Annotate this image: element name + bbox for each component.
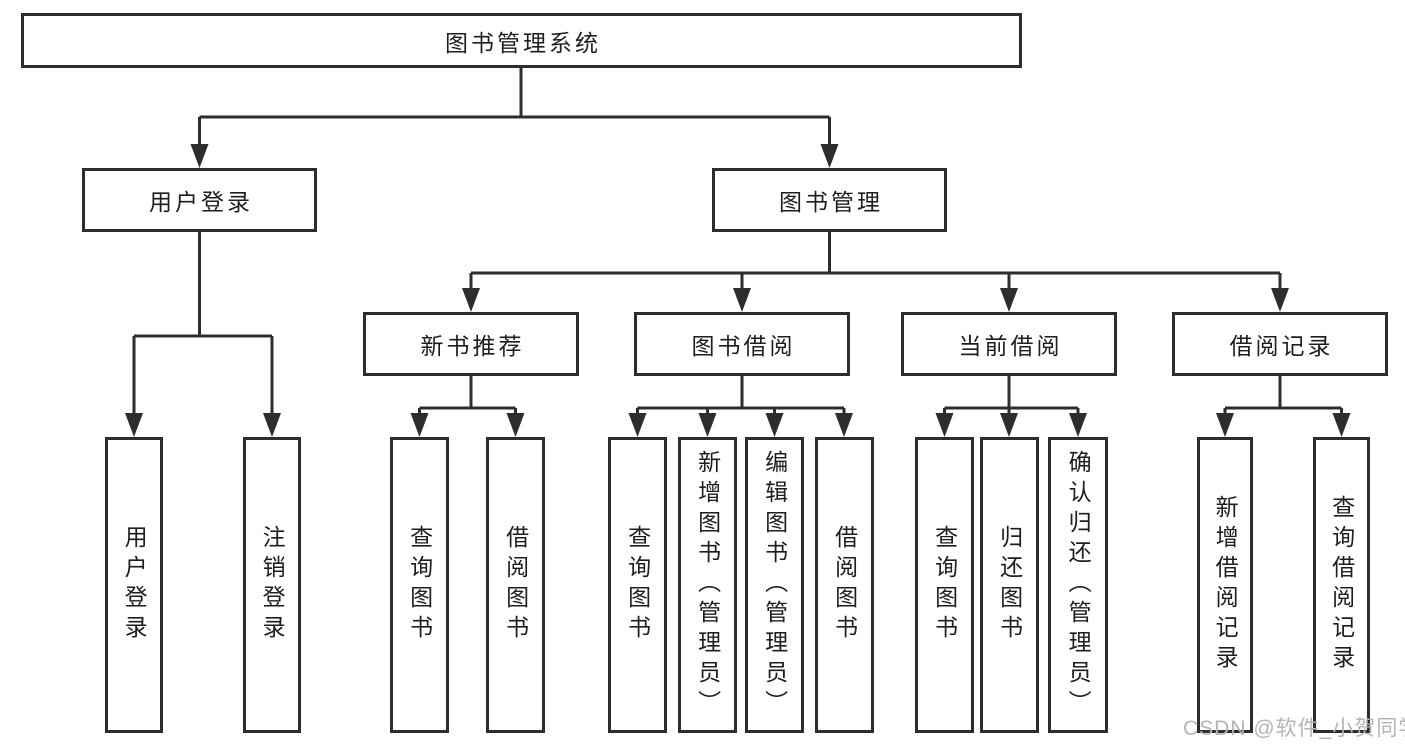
watermark-text: CSDN @软件_小贺同学	[1183, 717, 1405, 740]
node-leaf-bb-edit-books-label: 编辑图书（管理员）	[761, 450, 788, 720]
node-leaf-bb-add-books-label: 新增图书（管理员）	[694, 450, 721, 720]
node-leaf-bb-borrow-books: 借阅图书	[815, 437, 874, 733]
node-leaf-cb-query-books: 查询图书	[915, 437, 974, 733]
node-leaf-br-query-record: 查询借阅记录	[1313, 437, 1370, 733]
node-leaf-logout: 注销登录	[243, 437, 301, 733]
node-leaf-cb-confirm-return: 确认归还（管理员）	[1048, 437, 1108, 733]
node-leaf-bb-add-books: 新增图书（管理员）	[678, 437, 737, 733]
node-leaf-br-add-record-label: 新增借阅记录	[1212, 495, 1239, 675]
node-leaf-br-add-record: 新增借阅记录	[1197, 437, 1253, 733]
node-leaf-nb-borrow-books: 借阅图书	[486, 437, 545, 733]
node-leaf-logout-label: 注销登录	[259, 525, 286, 645]
node-borrowing-records: 借阅记录	[1172, 312, 1388, 376]
node-user-login: 用户登录	[82, 168, 317, 232]
arrowheads	[125, 144, 1351, 437]
node-leaf-cb-return-books-label: 归还图书	[996, 525, 1023, 645]
node-leaf-bb-edit-books: 编辑图书（管理员）	[745, 437, 804, 733]
node-current-borrowing-label: 当前借阅	[958, 333, 1063, 359]
node-book-borrowing: 图书借阅	[634, 312, 850, 376]
node-leaf-user-login: 用户登录	[105, 437, 163, 733]
node-root: 图书管理系统	[21, 13, 1022, 68]
node-user-login-label: 用户登录	[149, 189, 253, 215]
node-new-book-recommend: 新书推荐	[363, 312, 579, 376]
node-root-label: 图书管理系统	[445, 29, 601, 56]
node-leaf-br-query-record-label: 查询借阅记录	[1328, 495, 1355, 675]
node-leaf-nb-query-books-label: 查询图书	[406, 525, 433, 645]
node-leaf-nb-query-books: 查询图书	[390, 437, 449, 733]
node-borrowing-records-label: 借阅记录	[1229, 333, 1334, 359]
node-book-management: 图书管理	[712, 168, 947, 232]
node-leaf-bb-borrow-books-label: 借阅图书	[831, 525, 858, 645]
node-leaf-nb-borrow-books-label: 借阅图书	[502, 525, 529, 645]
node-leaf-bb-query-books-label: 查询图书	[624, 525, 651, 645]
node-leaf-cb-confirm-return-label: 确认归还（管理员）	[1065, 450, 1092, 720]
node-new-book-recommend-label: 新书推荐	[420, 333, 525, 359]
node-leaf-cb-return-books: 归还图书	[980, 437, 1039, 733]
node-current-borrowing: 当前借阅	[901, 312, 1117, 376]
node-book-management-label: 图书管理	[779, 189, 883, 215]
node-leaf-bb-query-books: 查询图书	[608, 437, 667, 733]
node-book-borrowing-label: 图书借阅	[691, 333, 796, 359]
node-leaf-user-login-label: 用户登录	[121, 525, 148, 645]
node-leaf-cb-query-books-label: 查询图书	[931, 525, 958, 645]
